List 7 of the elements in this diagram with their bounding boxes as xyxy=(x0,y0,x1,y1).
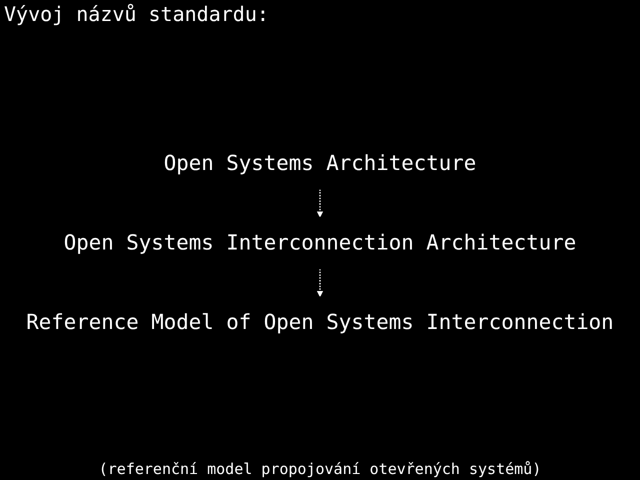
node-text: Open Systems Architecture xyxy=(164,151,476,176)
arrow xyxy=(316,189,324,218)
arrow xyxy=(316,268,324,297)
diagram-title: Vývoj názvů standardu: xyxy=(3,1,270,28)
node-text: Reference Model of Open Systems Interconnection xyxy=(26,310,614,335)
node-text: Open Systems Interconnection Architecture xyxy=(64,230,576,256)
diagram-caption: (referenční model propojování otevřených systémů) xyxy=(98,459,542,480)
